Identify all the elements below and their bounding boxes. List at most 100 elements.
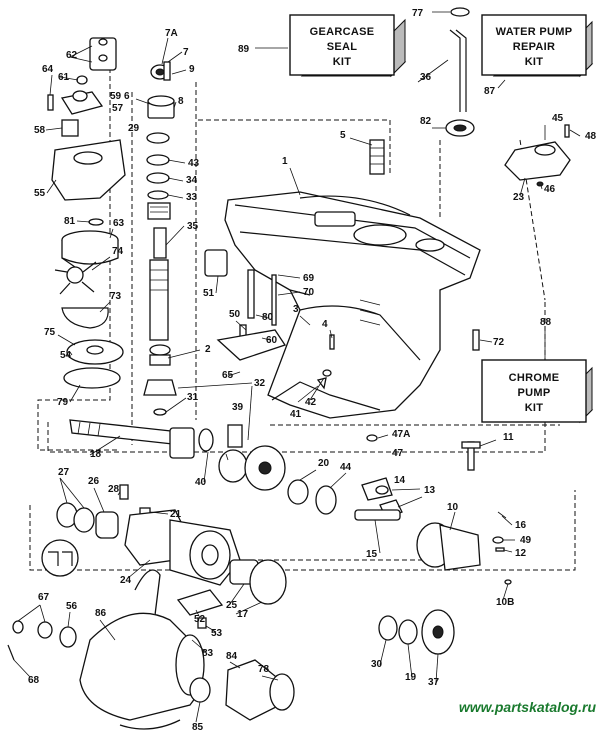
callout: 68 (28, 675, 40, 686)
misc-hardware (204, 139, 480, 442)
impeller (54, 257, 97, 295)
kit-chrome-pump-line-3: KIT (525, 402, 544, 414)
callout: 8 (178, 96, 184, 107)
callout: 82 (420, 116, 432, 127)
callout: 47 (392, 448, 404, 459)
callout: 56 (66, 601, 78, 612)
callout: 83 (202, 648, 214, 659)
shift-mechanism (354, 477, 512, 585)
callout: 19 (405, 672, 417, 683)
kit-water-pump-line-3: KIT (525, 56, 544, 68)
watermark-text: www.partskatalog.ru (459, 699, 597, 715)
callout: 78 (258, 664, 270, 675)
callout: 10 (447, 502, 459, 513)
callout: 10B (496, 597, 514, 608)
callout: 81 (64, 216, 76, 227)
kit-water-pump-repair: WATER PUMP REPAIR KIT 87 (481, 14, 594, 97)
callout: 12 (515, 548, 527, 559)
callout: 77 (412, 8, 424, 19)
callout: 79 (57, 397, 69, 408)
propeller (79, 569, 211, 730)
gearcase-housing (224, 191, 481, 419)
callout: 49 (520, 535, 532, 546)
kit-chrome-pump: CHROME PUMP KIT 88 (481, 317, 594, 424)
callout: 73 (110, 291, 122, 302)
bearing-carrier-prop (7, 484, 455, 730)
callout: 9 (189, 64, 195, 75)
leader-lines (13, 11, 581, 723)
callout: 11 (503, 432, 514, 443)
callout: 54 (60, 350, 72, 361)
callout: 51 (203, 288, 215, 299)
kit-water-pump-line-1: WATER PUMP (496, 26, 573, 38)
callout: 57 (112, 103, 124, 114)
callout: 65 (222, 370, 234, 381)
callout: 85 (192, 722, 204, 733)
callout: 50 (229, 309, 241, 320)
callout: 36 (420, 72, 432, 83)
callout: 5 (340, 130, 346, 141)
callout: 47A (392, 429, 410, 440)
kit-chrome-pump-ref: 88 (540, 317, 552, 328)
kit-gearcase-seal-line-1: GEARCASE (310, 26, 375, 38)
callout: 1 (282, 156, 288, 167)
callout: 48 (585, 131, 597, 142)
callout: 27 (58, 467, 70, 478)
callout: 21 (170, 509, 182, 520)
callout: 13 (424, 485, 436, 496)
callout: 26 (88, 476, 100, 487)
kit-gearcase-seal-ref: 89 (238, 44, 250, 55)
callout: 23 (513, 192, 525, 203)
callout: 3 (293, 304, 299, 315)
callout: 4 (322, 319, 328, 330)
callout: 62 (66, 50, 78, 61)
kit-water-pump-line-2: REPAIR (513, 41, 556, 53)
callout: 64 (42, 64, 54, 75)
propshaft-gears (69, 419, 481, 515)
callout: 52 (194, 614, 206, 625)
callout: 31 (187, 392, 199, 403)
driveshaft-stack (143, 61, 177, 416)
callout: 63 (113, 218, 125, 229)
kit-gearcase-seal-line-2: SEAL (327, 41, 358, 53)
callout: 33 (186, 192, 198, 203)
callout: 86 (95, 608, 107, 619)
callout: 20 (318, 458, 330, 469)
callout: 43 (188, 158, 200, 169)
callout: 7 (183, 47, 189, 58)
kit-chrome-pump-line-1: CHROME (509, 372, 560, 384)
callout: 60 (266, 335, 278, 346)
callout: 39 (232, 402, 244, 413)
callout: 80 (262, 312, 274, 323)
callout: 25 (226, 600, 238, 611)
callout: 35 (187, 221, 199, 232)
callout: 69 (303, 273, 315, 284)
callout: 18 (90, 449, 102, 460)
callout: 55 (34, 188, 46, 199)
kit-chrome-pump-line-2: PUMP (518, 387, 551, 399)
callout: 44 (340, 462, 352, 473)
kit-gearcase-seal-line-3: KIT (333, 56, 352, 68)
callout: 32 (254, 378, 266, 389)
callout: 74 (112, 246, 124, 257)
callout: 15 (366, 549, 378, 560)
callout: 45 (552, 113, 564, 124)
callout: 75 (44, 327, 56, 338)
callout: 40 (195, 477, 207, 488)
callout: 72 (493, 337, 505, 348)
callout: 28 (108, 484, 120, 495)
callout: 30 (371, 659, 383, 670)
callout: 2 (205, 344, 211, 355)
water-pump-assembly (47, 37, 126, 389)
callout: 16 (515, 520, 527, 531)
callout: 42 (305, 397, 317, 408)
callout: 58 (34, 125, 46, 136)
kit-gearcase-seal: GEARCASE SEAL KIT 89 (238, 14, 407, 78)
callout: 59 (110, 91, 122, 102)
callout-numbers: 1 2 3 4 5 6 7 7A 8 9 10 10B 11 12 13 14 … (28, 8, 597, 733)
kit-water-pump-ref: 87 (484, 86, 496, 97)
callout: 37 (428, 677, 440, 688)
callout: 6 (124, 91, 130, 102)
callout: 41 (290, 409, 302, 420)
